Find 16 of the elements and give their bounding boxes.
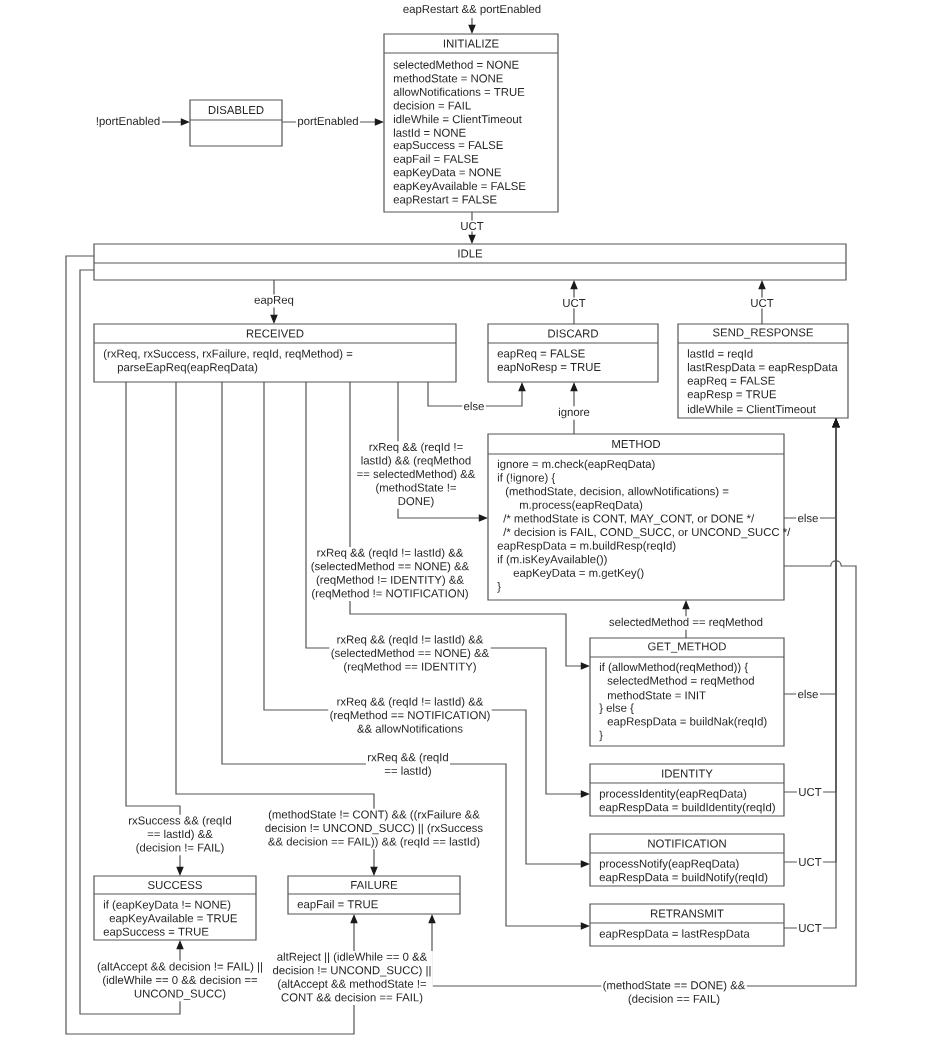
state-box — [589, 637, 785, 747]
state-box — [487, 433, 791, 601]
state-box — [383, 33, 559, 213]
state-box — [589, 763, 785, 817]
transition-arrow — [65, 255, 358, 1035]
state-box — [189, 99, 283, 147]
state-box — [93, 323, 457, 383]
state-box — [93, 243, 847, 281]
state-box — [589, 833, 785, 887]
state-box — [677, 323, 849, 419]
state-box — [589, 903, 785, 947]
transition-arrow — [79, 269, 184, 1015]
transition-arrow — [427, 381, 526, 407]
state-box — [287, 875, 461, 915]
state-box — [487, 323, 659, 383]
state-box — [93, 875, 257, 941]
